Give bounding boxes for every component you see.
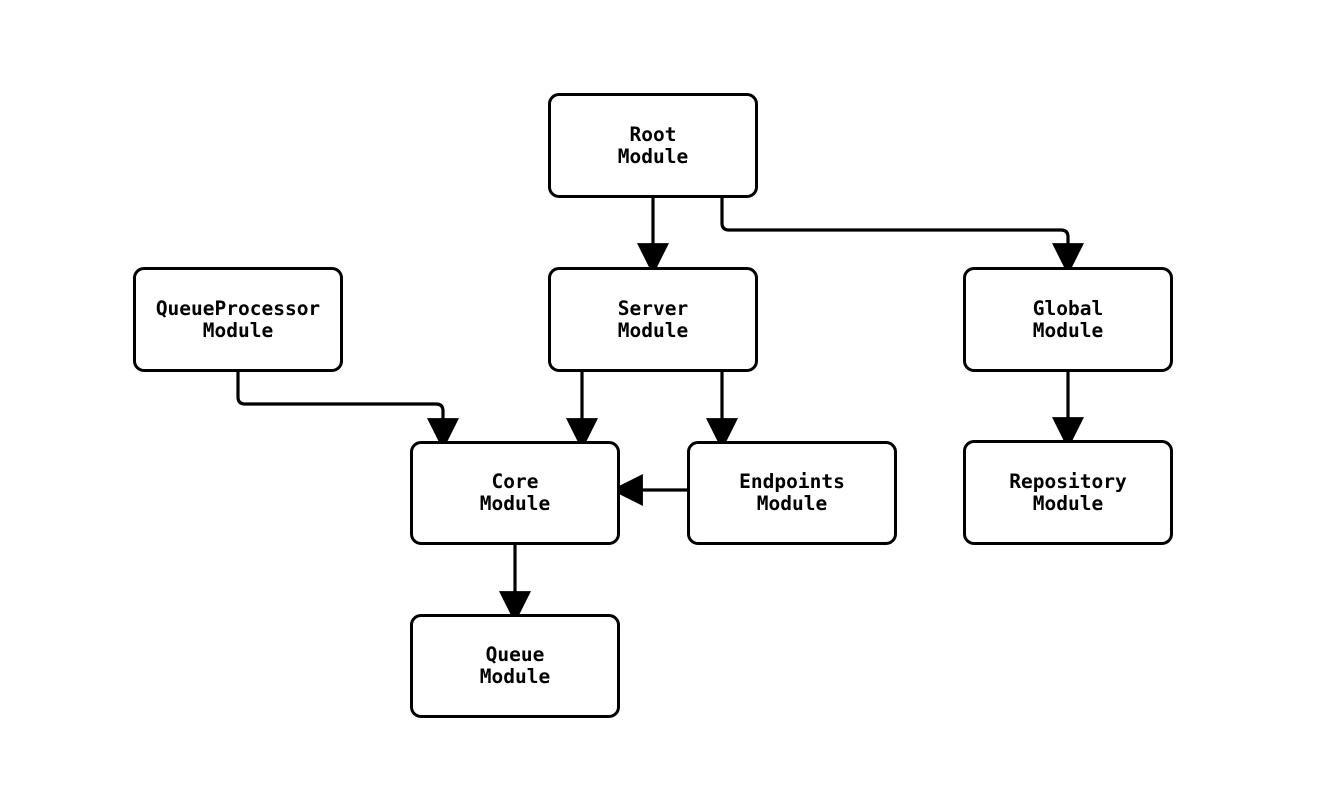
edge-root-to-global (720, 198, 1084, 276)
node-endpoints-module-line2: Module (756, 492, 828, 515)
node-queue-module-line1: Queue (485, 643, 545, 666)
node-queueprocessor-module-line2: Module (202, 318, 274, 342)
node-queue-module[interactable]: Queue Module (410, 614, 620, 718)
node-endpoints-module[interactable]: Endpoints Module (687, 441, 897, 545)
node-queueprocessor-module[interactable]: QueueProcessor Module (133, 267, 343, 372)
node-root-module[interactable]: Root Module (548, 93, 758, 198)
node-core-module[interactable]: Core Module (410, 441, 620, 545)
edge-queueprocessor-to-core (236, 372, 459, 451)
node-repository-module-line1: Repository (1009, 469, 1127, 493)
node-endpoints-module-line1: Endpoints (739, 470, 845, 493)
node-queue-module-line2: Module (479, 665, 551, 688)
node-server-module-line1: Server (617, 296, 689, 320)
node-queueprocessor-module-line1: QueueProcessor (155, 296, 321, 320)
node-server-module-line2: Module (617, 318, 689, 342)
node-root-module-line2: Module (617, 144, 689, 168)
node-global-module[interactable]: Global Module (963, 267, 1173, 372)
node-repository-module-line2: Module (1032, 491, 1104, 515)
node-core-module-line1: Core (491, 470, 539, 493)
node-repository-module[interactable]: Repository Module (963, 440, 1173, 545)
node-global-module-line1: Global (1032, 296, 1104, 320)
node-server-module[interactable]: Server Module (548, 267, 758, 372)
node-root-module-line1: Root (629, 122, 677, 146)
node-core-module-line2: Module (479, 492, 551, 515)
node-global-module-line2: Module (1032, 318, 1104, 342)
